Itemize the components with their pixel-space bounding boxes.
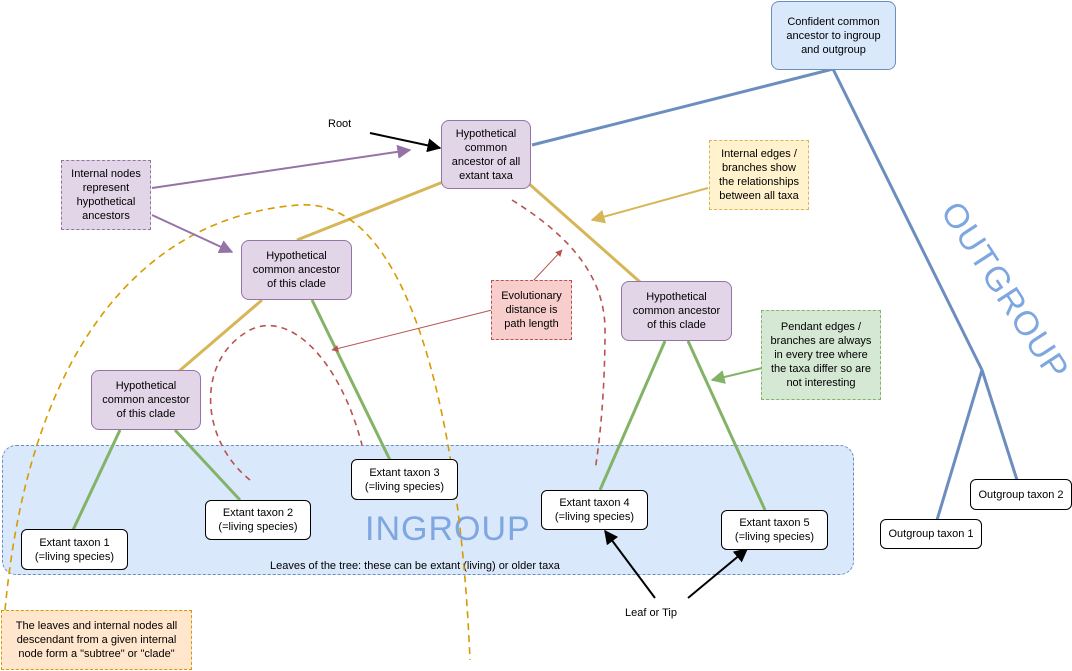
arrow-internal-edges (590, 187, 709, 224)
edge-confident-to-outgroup-node (831, 68, 984, 371)
arrow-distance-up (531, 249, 563, 283)
edge-root-to-clade-right (526, 180, 641, 284)
outgroup-taxon-2[interactable]: Outgroup taxon 2 (970, 479, 1072, 510)
edge-outgroup-node-to-taxon2 (980, 369, 1019, 481)
edge-lower-to-taxon1 (71, 429, 122, 531)
extant-taxon-3[interactable]: Extant taxon 3 (=living species) (351, 459, 458, 500)
confident-ancestor-node[interactable]: Confident common ancestor to ingroup and… (771, 1, 896, 70)
edge-outgroup-node-to-taxon1 (935, 369, 984, 521)
edge-root-to-clade-left (296, 180, 444, 242)
note-pendant-edges[interactable]: Pendant edges / branches are always in e… (761, 310, 881, 400)
note-internal-edges[interactable]: Internal edges / branches show the relat… (709, 140, 809, 210)
note-subtree-clade[interactable]: The leaves and internal nodes all descen… (1, 610, 192, 670)
clade-right-node[interactable]: Hypothetical common ancestor of this cla… (621, 281, 732, 341)
edge-clade-left-to-clade-lower (177, 298, 263, 374)
arrow-leaf-to-taxon4 (604, 529, 656, 599)
extant-taxon-1[interactable]: Extant taxon 1 (=living species) (21, 529, 128, 570)
arrow-leaf-to-taxon5 (687, 548, 749, 599)
arrow-root (369, 132, 442, 153)
ingroup-title: INGROUP (365, 510, 531, 548)
note-internal-nodes[interactable]: Internal nodes represent hypothetical an… (61, 160, 151, 230)
path-length-dashed-right (511, 199, 606, 471)
path-length-dashed-left (209, 324, 363, 481)
leaf-or-tip-label: Leaf or Tip (625, 607, 677, 619)
edge-root-to-confident (531, 67, 834, 147)
edge-lower-to-taxon2 (173, 428, 242, 502)
edge-right-to-taxon4 (598, 340, 667, 491)
arrow-distance-left (331, 309, 493, 352)
clade-outline-dashed (4, 204, 471, 661)
arrow-internal-to-root (151, 144, 412, 189)
arrow-internal-to-clade (151, 214, 234, 254)
clade-lower-node[interactable]: Hypothetical common ancestor of this cla… (91, 370, 201, 430)
extant-taxon-5[interactable]: Extant taxon 5 (=living species) (721, 510, 828, 550)
edge-right-to-taxon5 (686, 340, 767, 511)
outgroup-taxon-1[interactable]: Outgroup taxon 1 (880, 519, 982, 549)
clade-left-node[interactable]: Hypothetical common ancestor of this cla… (241, 240, 352, 300)
root-label: Root (328, 118, 352, 130)
leaves-caption: Leaves of the tree: these can be extant … (270, 560, 560, 572)
extant-taxon-2[interactable]: Extant taxon 2 (=living species) (205, 500, 311, 540)
arrow-pendant-edges (710, 367, 763, 384)
root-ancestor-node[interactable]: Hypothetical common ancestor of all exta… (441, 120, 531, 189)
note-evolutionary-distance[interactable]: Evolutionary distance is path length (491, 280, 572, 340)
edge-left-to-taxon3 (310, 299, 392, 461)
extant-taxon-4[interactable]: Extant taxon 4 (=living species) (541, 490, 648, 530)
